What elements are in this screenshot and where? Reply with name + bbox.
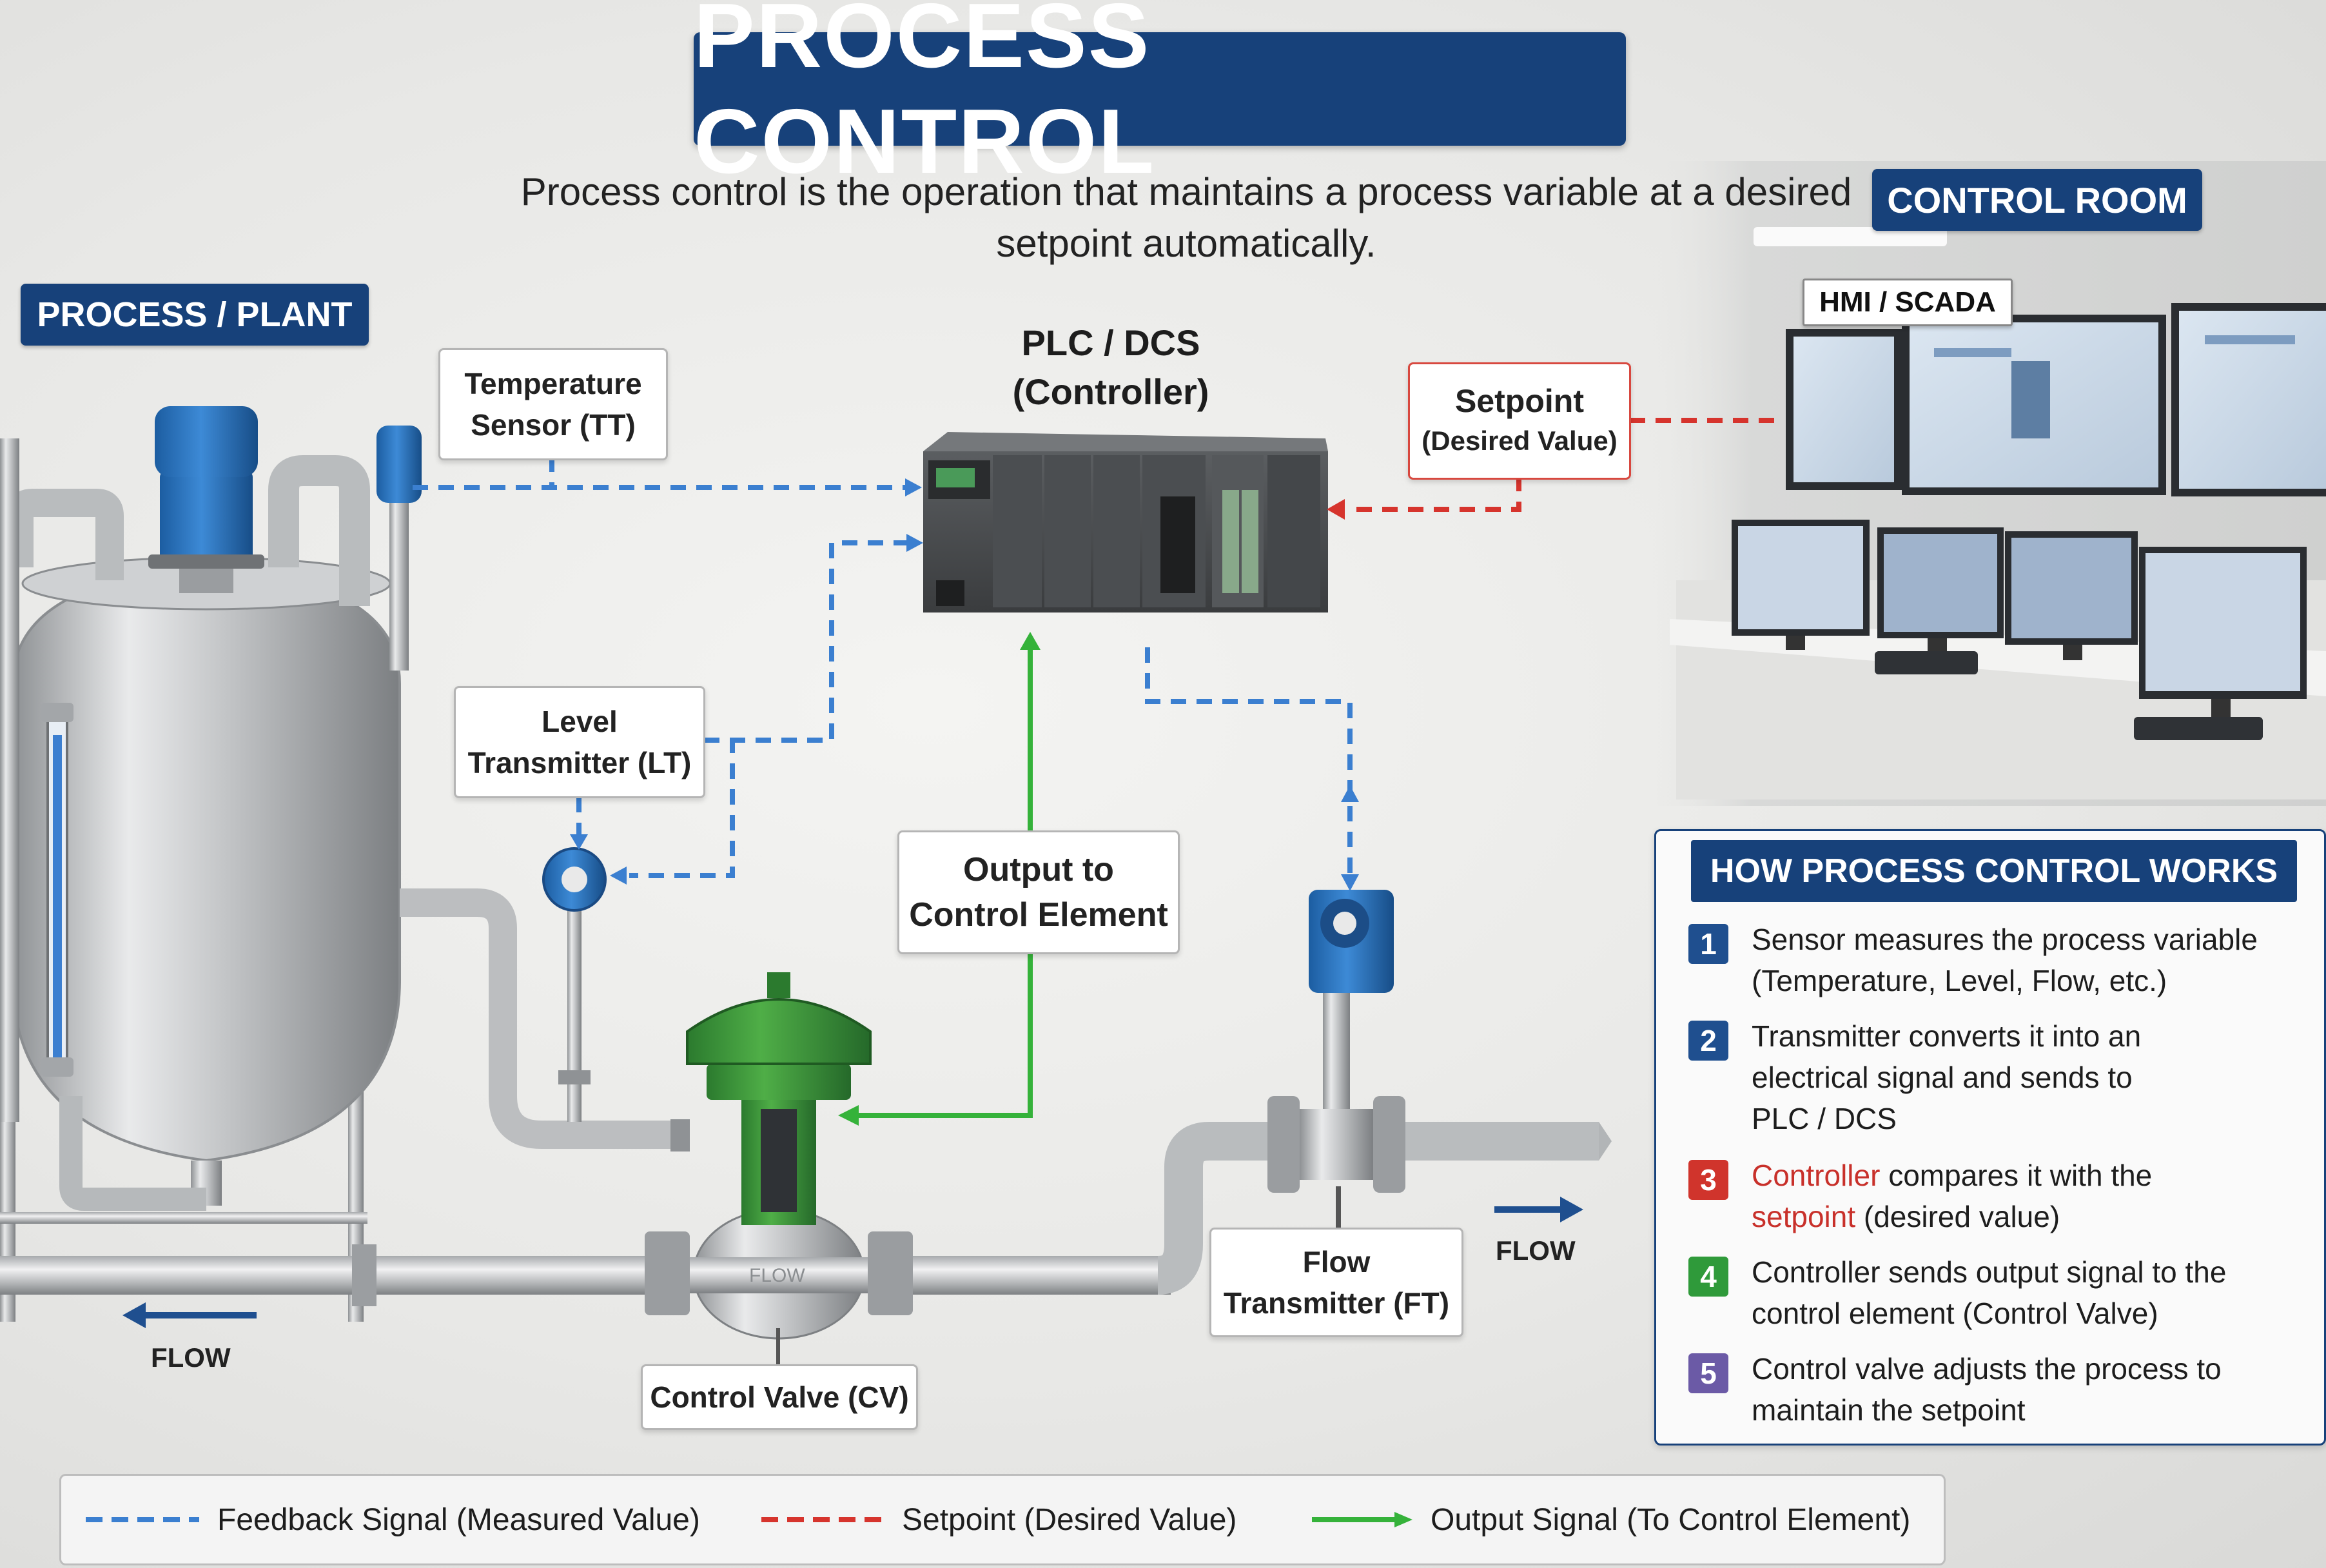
step-1: 1 Sensor measures the process variable (… [1688, 919, 2307, 1001]
step-text-line: Transmitter converts it into an [1752, 1019, 2142, 1053]
legend-setpoint-line [761, 1517, 884, 1522]
setpoint-label-line1: Setpoint [1455, 383, 1584, 419]
temperature-sensor-label-line1: Temperature [464, 367, 642, 400]
step-number: 5 [1688, 1353, 1728, 1393]
step-text-line: Controller sends output signal to the [1752, 1255, 2227, 1289]
step-text-line: Controller compares it with the [1752, 1155, 2152, 1196]
step-text-line: PLC / DCS [1752, 1102, 1897, 1135]
arrow-setpoint-to-plc [1327, 499, 1345, 520]
title-banner: PROCESS CONTROL [694, 0, 1626, 193]
legend-feedback-line [86, 1517, 199, 1522]
temperature-sensor-label-line2: Sensor (TT) [471, 408, 636, 442]
step-text-line: Control valve adjusts the process to [1752, 1352, 2222, 1386]
step-highlight: Controller [1752, 1159, 1881, 1192]
controller-title-line1: PLC / DCS [1021, 322, 1200, 363]
section-tag-hmi: HMI / SCADA [1803, 279, 2013, 326]
arrow-output-to-valve [838, 1105, 859, 1126]
step-text-line: Sensor measures the process variable [1752, 923, 2258, 956]
flow-right-label: FLOW [1496, 1235, 1576, 1266]
arrow-temp-to-plc [905, 478, 922, 496]
step-text: Control valve adjusts the process to mai… [1752, 1348, 2222, 1431]
arrow-to-ft [1341, 874, 1359, 891]
arrow-lt-to-plc [906, 534, 923, 552]
setpoint-lines [1347, 418, 1783, 512]
legend-output-line [1312, 1512, 1412, 1527]
flow-transmitter-label-line2: Transmitter (FT) [1223, 1286, 1450, 1320]
how-it-works-panel: HOW PROCESS CONTROL WORKS 1 Sensor measu… [1654, 829, 2326, 1446]
arrow-to-lt-down [570, 834, 588, 850]
step-text-line: (Temperature, Level, Flow, etc.) [1752, 964, 2167, 997]
section-tag-control-room: CONTROL ROOM [1872, 169, 2202, 231]
legend-feedback: Feedback Signal (Measured Value) [86, 1476, 700, 1563]
temperature-sensor-label: Temperature Sensor (TT) [438, 348, 668, 460]
desk-monitors [1732, 520, 2307, 740]
step-text-rest: (desired value) [1855, 1200, 2060, 1233]
legend: Feedback Signal (Measured Value) Setpoin… [59, 1474, 1946, 1565]
controller-title: PLC / DCS (Controller) [967, 318, 1255, 416]
step-text-line: electrical signal and sends to [1752, 1061, 2133, 1094]
how-it-works-header: HOW PROCESS CONTROL WORKS [1691, 840, 2297, 902]
legend-feedback-label: Feedback Signal (Measured Value) [217, 1502, 700, 1537]
step-highlight: setpoint [1752, 1200, 1856, 1233]
plc-rack [923, 432, 1328, 612]
step-text: Controller sends output signal to the co… [1752, 1251, 2226, 1334]
step-number: 1 [1688, 924, 1728, 964]
arrow-output-up [1020, 632, 1041, 650]
step-2: 2 Transmitter converts it into an electr… [1688, 1015, 2307, 1139]
legend-output-label: Output Signal (To Control Element) [1431, 1502, 1911, 1537]
wall-monitors [1786, 303, 2326, 496]
section-tag-plant: PROCESS / PLANT [21, 284, 369, 346]
legend-setpoint-label: Setpoint (Desired Value) [902, 1502, 1237, 1537]
output-line [857, 641, 1033, 1118]
step-text: Controller compares it with the setpoint… [1752, 1155, 2152, 1237]
flow-transmitter-label: Flow Transmitter (FT) [1209, 1228, 1463, 1337]
step-number: 3 [1688, 1160, 1728, 1200]
setpoint-label: Setpoint (Desired Value) [1408, 362, 1631, 480]
step-text-line: setpoint (desired value) [1752, 1196, 2152, 1237]
output-label-line1: Output to [963, 851, 1114, 888]
page-title: PROCESS CONTROL [694, 0, 1156, 193]
step-text-rest: compares it with the [1880, 1159, 2153, 1192]
step-text-line: control element (Control Valve) [1752, 1297, 2158, 1330]
output-label-line2: Control Element [909, 896, 1168, 934]
legend-output: Output Signal (To Control Element) [1312, 1476, 1910, 1563]
arrow-ft-up [1341, 785, 1359, 802]
level-transmitter-label-line1: Level [542, 705, 618, 738]
step-text-line: maintain the setpoint [1752, 1393, 2026, 1427]
flow-left-arrow [122, 1302, 146, 1328]
step-5: 5 Control valve adjusts the process to m… [1688, 1348, 2307, 1431]
output-label: Output to Control Element [897, 830, 1180, 954]
arrow-to-lt [610, 867, 627, 885]
level-transmitter-label: Level Transmitter (LT) [454, 686, 705, 798]
flow-transmitter-label-line1: Flow [1302, 1245, 1371, 1279]
flow-right-arrow [1560, 1197, 1583, 1222]
controller-title-line2: (Controller) [1012, 371, 1209, 412]
step-text: Sensor measures the process variable (Te… [1752, 919, 2258, 1001]
step-4: 4 Controller sends output signal to the … [1688, 1251, 2307, 1334]
legend-setpoint: Setpoint (Desired Value) [761, 1476, 1236, 1563]
step-number: 2 [1688, 1021, 1728, 1061]
valve-body-text: FLOW [749, 1265, 805, 1286]
control-valve-label: Control Valve (CV) [641, 1364, 918, 1430]
flow-left-label: FLOW [151, 1342, 231, 1373]
level-transmitter-label-line2: Transmitter (LT) [467, 746, 692, 779]
step-3: 3 Controller compares it with the setpoi… [1688, 1155, 2307, 1237]
page-subtitle: Process control is the operation that ma… [520, 170, 1852, 265]
step-number: 4 [1688, 1257, 1728, 1297]
setpoint-label-line2: (Desired Value) [1422, 426, 1617, 456]
step-text: Transmitter converts it into an electric… [1752, 1015, 2141, 1139]
